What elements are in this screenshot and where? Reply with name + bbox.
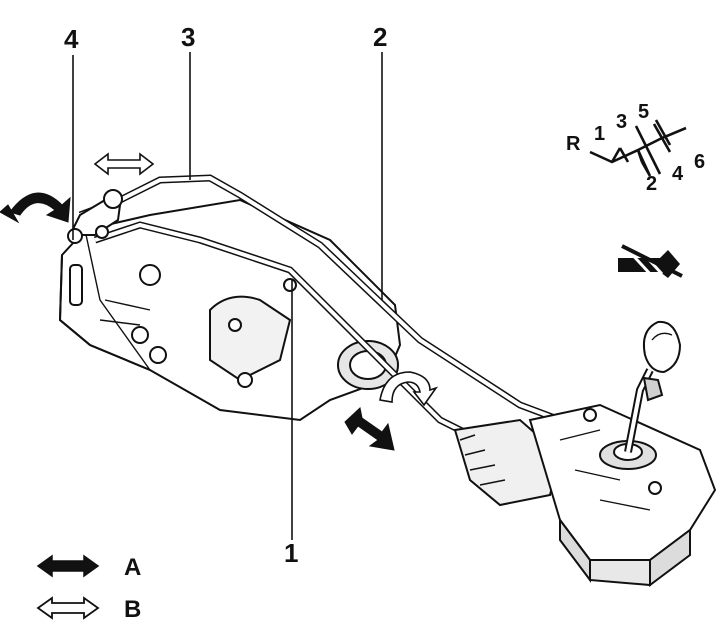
gear-label-r: R: [566, 133, 581, 155]
gear-pattern-diagram: [589, 119, 687, 177]
leader-lines: [72, 52, 383, 540]
gear-shift-assembly: [453, 320, 717, 587]
legend-outline-arrow: [36, 596, 100, 620]
rotation-arrow-cable: [379, 371, 439, 407]
gear-label-6: 6: [694, 151, 705, 173]
callout-1: 1: [284, 538, 298, 568]
callout-2: 2: [373, 22, 387, 52]
rotation-arrow-lever: [0, 192, 71, 224]
outline-double-arrow-top: [93, 152, 155, 176]
gear-label-1: 1: [594, 123, 605, 145]
selector-lever: [67, 189, 123, 244]
legend-label-a: A: [124, 554, 141, 581]
callout-4: 4: [64, 24, 79, 54]
legend-solid-arrow: [36, 554, 100, 578]
gear-label-4: 4: [672, 163, 684, 185]
transmission-housing: [58, 198, 402, 422]
gear-label-2: 2: [646, 173, 657, 195]
solid-double-arrow-cable: [344, 407, 395, 451]
gear-label-3: 3: [616, 111, 627, 133]
shift-cables: [78, 174, 562, 444]
legend: A B: [36, 554, 141, 623]
gear-label-5: 5: [638, 101, 649, 123]
legend-label-b: B: [124, 596, 141, 623]
shift-direction-symbol: [618, 244, 683, 278]
callout-3: 3: [181, 22, 195, 52]
gear-pattern-labels: R 1 3 5 2 4 6: [566, 101, 705, 195]
